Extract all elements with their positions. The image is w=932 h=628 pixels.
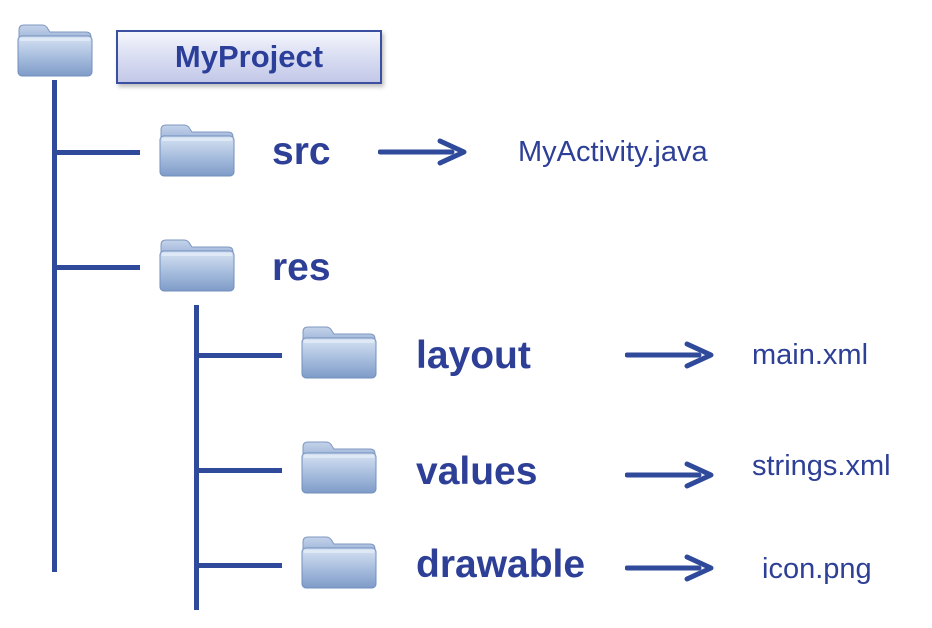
layout-folder-icon xyxy=(300,322,378,380)
values-file: strings.xml xyxy=(752,450,891,482)
res-folder-icon xyxy=(158,235,236,293)
values-label: values xyxy=(416,450,538,493)
src-arrow-icon xyxy=(378,137,468,167)
res-trunk-line xyxy=(194,305,199,610)
src-folder-icon xyxy=(158,120,236,178)
drawable-label: drawable xyxy=(416,543,586,586)
branch-line-layout xyxy=(194,353,282,358)
branch-line-res xyxy=(52,265,140,270)
layout-label: layout xyxy=(416,334,531,377)
root-trunk-line xyxy=(52,80,57,572)
drawable-arrow-icon xyxy=(625,553,715,583)
layout-file: main.xml xyxy=(752,339,869,371)
drawable-folder-icon xyxy=(300,532,378,590)
root-folder-icon xyxy=(16,20,94,78)
branch-line-drawable xyxy=(194,563,282,568)
values-folder-icon xyxy=(300,437,378,495)
branch-line-src xyxy=(52,150,140,155)
values-arrow-icon xyxy=(625,460,715,490)
layout-arrow-icon xyxy=(625,340,715,370)
src-file: MyActivity.java xyxy=(518,136,708,168)
project-title: MyProject xyxy=(116,30,382,84)
src-label: src xyxy=(272,130,331,173)
res-label: res xyxy=(272,246,331,289)
drawable-file: icon.png xyxy=(762,553,872,585)
branch-line-values xyxy=(194,468,282,473)
